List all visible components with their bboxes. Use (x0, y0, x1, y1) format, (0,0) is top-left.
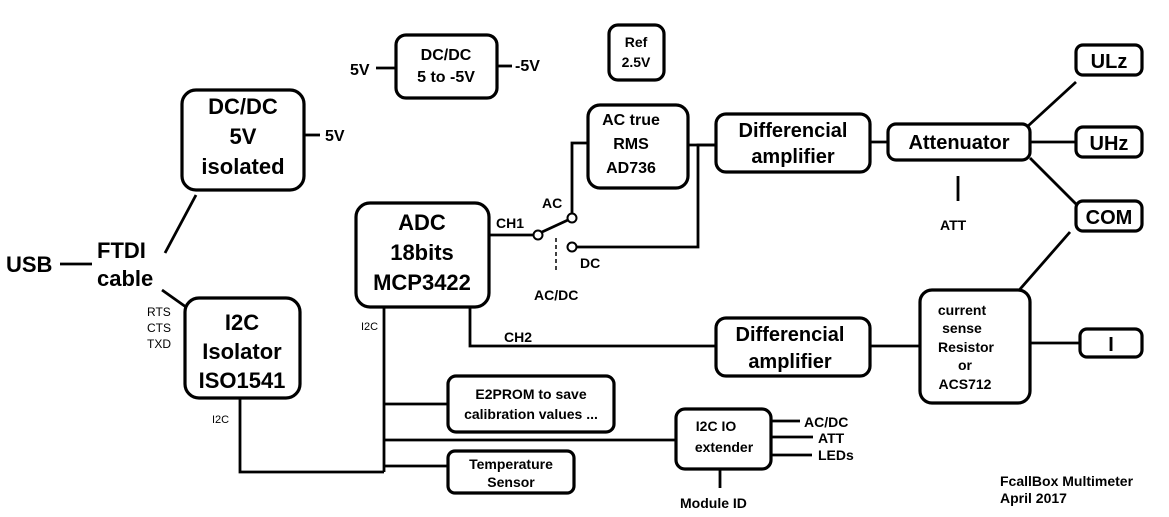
attenuator-block: Attenuator (886, 122, 1032, 162)
e2prom-line-2: calibration values ... (464, 406, 598, 422)
module-id-label: Module ID (680, 495, 747, 511)
footer-date: April 2017 (1000, 490, 1067, 506)
ftdi-label-line-1: FTDI (97, 238, 146, 263)
diff-amp-2-line-1: Differencial (736, 324, 845, 346)
i2c-isolator-line-1: I2C (225, 310, 259, 335)
terminal-uhz-label: UHz (1090, 133, 1129, 155)
ac-rms-block: AC true RMS AD736 (586, 103, 690, 190)
adc-block: ADC 18bits MCP3422 (354, 201, 491, 309)
usb-label: USB (6, 252, 52, 277)
i2c-isolator-label: I2C (212, 414, 229, 426)
ch2-label: CH2 (504, 329, 532, 345)
ref-line-1: Ref (625, 34, 648, 50)
terminal-uhz: UHz (1074, 125, 1144, 159)
switch-contact-ac (566, 212, 578, 224)
ac-rms-line-1: AC true (602, 112, 660, 129)
txd-label: TXD (147, 337, 171, 351)
wire-ftdi-isolator (161, 288, 187, 309)
wire-adc-ch2 (468, 307, 716, 348)
io-extender-line-2: extender (695, 439, 754, 455)
ac-rms-line-3: AD736 (606, 160, 656, 177)
terminal-ulz: ULz (1074, 43, 1144, 77)
ext-leds-label: LEDs (818, 447, 854, 463)
e2prom-block: E2PROM to save calibration values ... (446, 374, 616, 434)
att-control-label: ATT (940, 217, 967, 233)
current-sense-block: current sense Resistor or ACS712 (918, 288, 1032, 405)
wires (60, 64, 1080, 488)
i2c-adc-label: I2C (361, 321, 378, 333)
footer-title: FcallBox Multimeter (1000, 473, 1134, 489)
wire-att-com (1029, 157, 1079, 207)
switch-blade (541, 218, 569, 234)
diff-amp-2-line-2: amplifier (748, 351, 832, 373)
diff-amp-2-block: Differencial amplifier (714, 316, 872, 378)
dcdc-5v-line-1: DC/DC (208, 94, 278, 119)
i2c-isolator-block: I2C Isolator ISO1541 (183, 296, 302, 400)
diff-amp-1-line-1: Differencial (739, 120, 848, 142)
ch1-label: CH1 (496, 215, 524, 231)
ref-line-2: 2.5V (622, 54, 651, 70)
ac-rms-line-2: RMS (613, 136, 649, 153)
terminal-i: I (1078, 327, 1144, 359)
dcdc-neg-line-2: 5 to -5V (417, 69, 475, 86)
dcdc-neg-input-label: 5V (350, 62, 370, 79)
terminal-com: COM (1074, 199, 1144, 233)
temp-sensor-line-1: Temperature (469, 456, 553, 472)
switch-ac-label: AC (542, 195, 562, 211)
wire-ftdi-dcdc (163, 194, 198, 254)
dcdc-5v-block: DC/DC 5V isolated (180, 88, 306, 192)
wire-com-current (1012, 231, 1072, 297)
wire-att-ulz (1027, 80, 1077, 128)
terminal-ulz-label: ULz (1091, 51, 1128, 73)
i2c-isolator-line-2: Isolator (202, 339, 282, 364)
switch-dc-label: DC (580, 255, 600, 271)
dcdc-5v-output-label: 5V (325, 128, 345, 145)
io-extender-block: I2C IO extender (674, 407, 773, 471)
switch-contact-dc (566, 241, 578, 253)
wire-i2c-isolator-bus (238, 398, 384, 474)
io-extender-line-1: I2C IO (696, 418, 737, 434)
diff-amp-1-block: Differencial amplifier (714, 112, 872, 174)
ref-block: Ref 2.5V (607, 23, 666, 82)
ext-acdc-label: AC/DC (804, 414, 848, 430)
current-sense-line-2: sense (942, 320, 982, 336)
wire-switch-ac (570, 141, 588, 213)
current-sense-line-1: current (938, 302, 987, 318)
switch-contact-common (532, 229, 544, 241)
dcdc-5v-line-2: 5V (230, 124, 257, 149)
cts-label: CTS (147, 321, 171, 335)
e2prom-line-1: E2PROM to save (475, 386, 586, 402)
current-sense-line-5: ACS712 (939, 376, 992, 392)
dcdc-neg-block: DC/DC 5 to -5V (394, 33, 499, 100)
temp-sensor-block: Temperature Sensor (446, 449, 576, 495)
adc-line-2: 18bits (390, 240, 454, 265)
rts-label: RTS (147, 305, 171, 319)
terminal-com-label: COM (1086, 207, 1133, 229)
temp-sensor-line-2: Sensor (487, 474, 535, 490)
i2c-isolator-line-3: ISO1541 (199, 368, 286, 393)
dcdc-5v-line-3: isolated (201, 154, 284, 179)
diff-amp-1-line-2: amplifier (751, 146, 835, 168)
switch-acdc-label: AC/DC (534, 287, 578, 303)
dcdc-neg-line-1: DC/DC (421, 47, 472, 64)
current-sense-line-3: Resistor (938, 339, 995, 355)
dcdc-neg-output-label: -5V (515, 58, 540, 75)
current-sense-line-4: or (958, 357, 973, 373)
attenuator-label: Attenuator (908, 132, 1009, 154)
adc-line-1: ADC (398, 210, 446, 235)
ext-att-label: ATT (818, 430, 845, 446)
ftdi-label-line-2: cable (97, 266, 153, 291)
adc-line-3: MCP3422 (373, 270, 471, 295)
terminal-i-label: I (1108, 334, 1114, 356)
